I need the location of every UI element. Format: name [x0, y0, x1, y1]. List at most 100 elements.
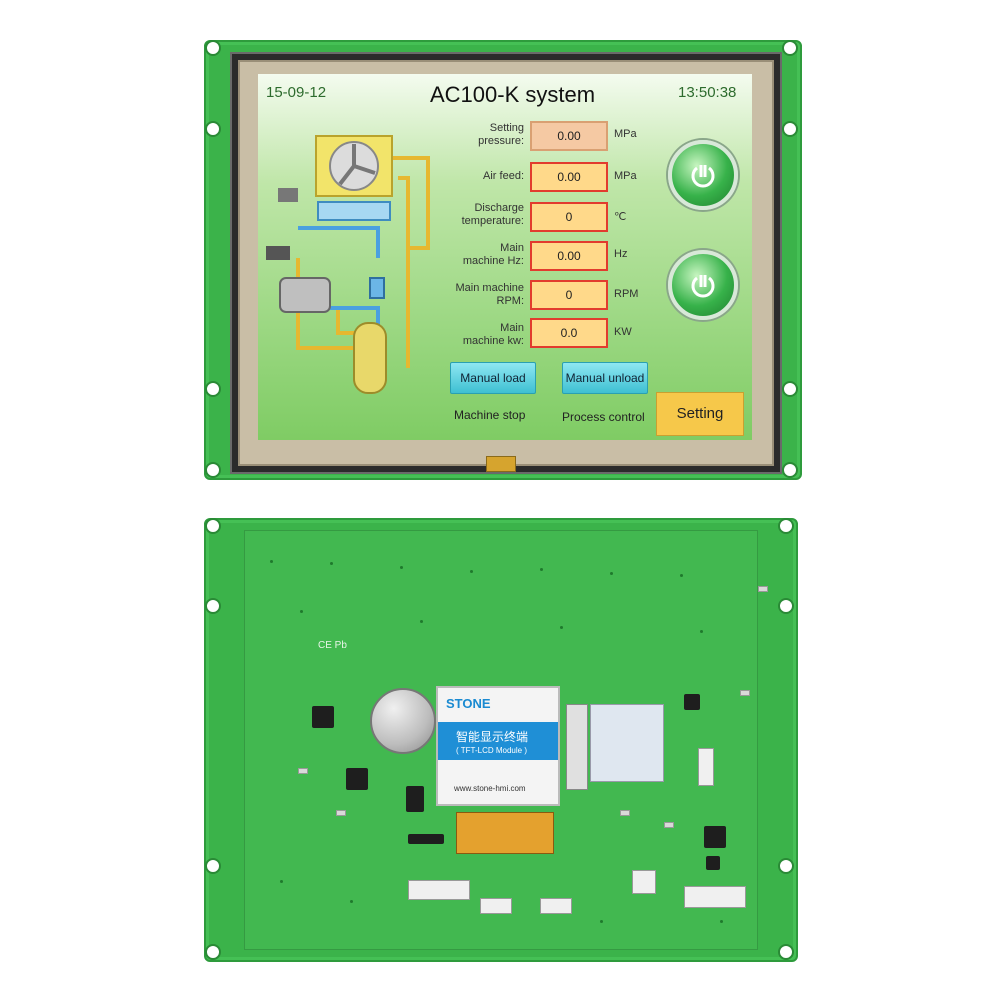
- oil-separator-tank: [353, 322, 387, 394]
- mount-hole: [205, 40, 221, 56]
- coin-battery: [370, 688, 436, 754]
- process-control-label: Process control: [562, 410, 645, 424]
- ic-chip: [408, 834, 444, 844]
- via: [300, 610, 303, 613]
- machine-stop-label: Machine stop: [454, 408, 526, 422]
- via: [720, 920, 723, 923]
- ic-chip: [406, 786, 424, 812]
- manual-unload-button[interactable]: Manual unload: [562, 362, 648, 394]
- row-label-air-feed: Air feed:: [483, 170, 524, 182]
- main-hz-field[interactable]: 0.00: [530, 241, 608, 271]
- display-module-sticker: STONE 智能显示终端 ( TFT-LCD Module ) www.ston…: [436, 686, 560, 806]
- chinese-product-label: 智能显示终端: [456, 730, 529, 744]
- smd-component: [740, 690, 750, 696]
- ic-chip: [346, 768, 368, 790]
- time-display: 13:50:38: [678, 84, 737, 101]
- unit-air-feed: MPa: [614, 170, 637, 182]
- mount-hole: [205, 944, 221, 960]
- air-feed-field[interactable]: 0.00: [530, 162, 608, 192]
- valve: [369, 277, 385, 299]
- via: [420, 620, 423, 623]
- via: [680, 574, 683, 577]
- row-label-main-rpm: Main machine RPM:: [455, 282, 524, 307]
- lcd-screen: 15-09-12 AC100-K system 13:50:38 Setting…: [258, 74, 752, 440]
- touch-flex-tab: [486, 456, 516, 472]
- row-label-setting-pressure: Setting pressure:: [478, 122, 524, 147]
- inlet-filter: [266, 246, 290, 260]
- mount-hole: [782, 40, 798, 56]
- header-connector: [408, 880, 470, 900]
- via: [540, 568, 543, 571]
- discharge-temp-field[interactable]: 0: [530, 202, 608, 232]
- header-connector: [684, 886, 746, 908]
- mount-hole: [778, 944, 794, 960]
- mount-hole: [782, 381, 798, 397]
- ic-chip: [684, 694, 700, 710]
- smd-component: [336, 810, 346, 816]
- mount-hole: [778, 598, 794, 614]
- mount-hole: [205, 462, 221, 478]
- mount-hole: [782, 121, 798, 137]
- screen-title: AC100-K system: [430, 82, 596, 107]
- manual-load-button[interactable]: Manual load: [450, 362, 536, 394]
- mount-hole: [205, 858, 221, 874]
- unit-main-rpm: RPM: [614, 288, 639, 300]
- motor-unit: [279, 277, 331, 313]
- main-rpm-field[interactable]: 0: [530, 280, 608, 310]
- via: [560, 626, 563, 629]
- via: [330, 562, 333, 565]
- smd-component: [620, 810, 630, 816]
- main-kw-field[interactable]: 0.0: [530, 318, 608, 348]
- row-label-main-kw: Main machine kw:: [462, 322, 524, 347]
- smd-component: [664, 822, 674, 828]
- ic-chip: [706, 856, 720, 870]
- mount-hole: [205, 598, 221, 614]
- setting-button[interactable]: Setting: [656, 392, 744, 436]
- header-connector: [540, 898, 572, 914]
- ic-chip: [312, 706, 334, 728]
- lcd-fpc-connector: [566, 704, 588, 790]
- lcd-ribbon-cable: [456, 812, 554, 854]
- heat-exchanger: [317, 201, 391, 221]
- unit-main-kw: KW: [614, 326, 632, 338]
- header-connector: [632, 870, 656, 894]
- mount-hole: [205, 381, 221, 397]
- smd-component: [298, 768, 308, 774]
- power-button-1[interactable]: [668, 140, 738, 210]
- via: [470, 570, 473, 573]
- power-icon: [691, 165, 715, 188]
- ic-chip: [704, 826, 726, 848]
- via: [400, 566, 403, 569]
- certification-marks: CE Pb: [318, 640, 347, 651]
- header-connector: [698, 748, 714, 786]
- via: [600, 920, 603, 923]
- module-label: ( TFT-LCD Module ): [456, 746, 527, 755]
- mount-hole: [778, 858, 794, 874]
- mount-hole: [205, 121, 221, 137]
- unit-setting-pressure: MPa: [614, 128, 637, 140]
- date-display: 15-09-12: [266, 84, 327, 101]
- brand-label: STONE: [446, 696, 491, 711]
- row-label-discharge-temp: Discharge temperature:: [461, 202, 524, 227]
- smd-component: [758, 586, 768, 592]
- mount-hole: [782, 462, 798, 478]
- via: [350, 900, 353, 903]
- via: [280, 880, 283, 883]
- power-button-2[interactable]: [668, 250, 738, 320]
- gauge: [278, 188, 298, 202]
- mount-hole: [205, 518, 221, 534]
- row-label-main-hz: Main machine Hz:: [462, 242, 524, 267]
- website-label: www.stone-hmi.com: [454, 784, 526, 793]
- power-icon: [691, 275, 715, 298]
- mount-hole: [778, 518, 794, 534]
- setting-pressure-field[interactable]: 0.00: [530, 121, 608, 151]
- via: [610, 572, 613, 575]
- via: [700, 630, 703, 633]
- via: [270, 560, 273, 563]
- unit-discharge-temp: ℃: [614, 211, 627, 223]
- unit-main-hz: Hz: [614, 248, 628, 260]
- touch-fpc-ribbon: [590, 704, 664, 782]
- label-blue-band: [438, 722, 558, 760]
- header-connector: [480, 898, 512, 914]
- compressor-diagram: [266, 135, 430, 394]
